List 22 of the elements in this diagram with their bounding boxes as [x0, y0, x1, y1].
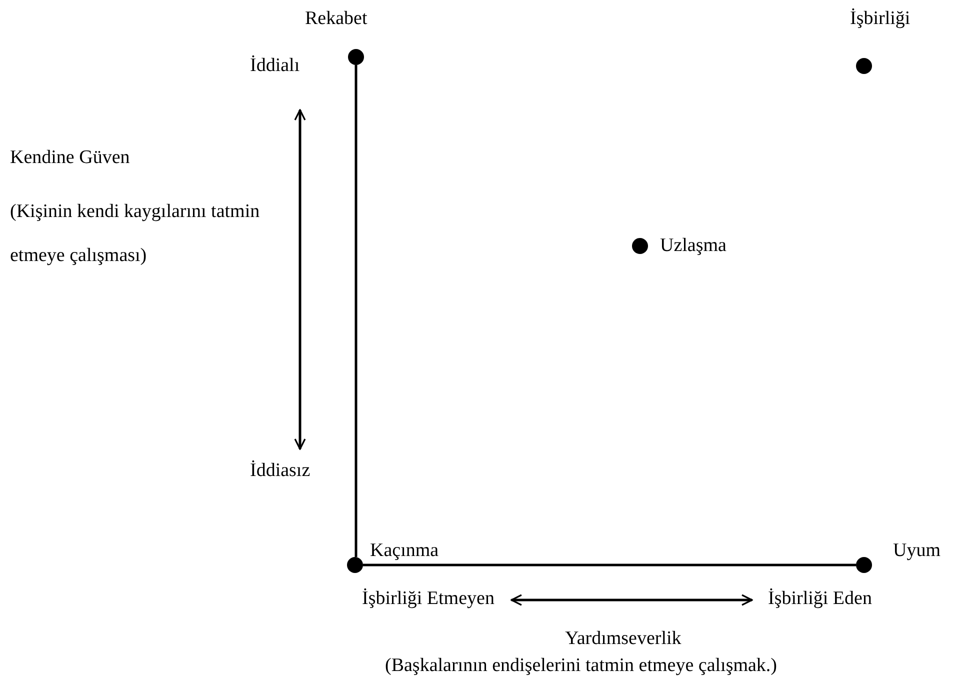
- double-arrow: [510, 594, 753, 606]
- axis-label: (Kişinin kendi kaygılarını tatmin etmeye çalışması): [10, 200, 261, 268]
- axis-end-label: İddialı: [250, 55, 300, 77]
- point-marker: [347, 557, 363, 573]
- axis-label: (Başkalarının endişelerini tatmin etmeye çalışmak.): [385, 655, 778, 677]
- axis-end-label: İşbirliği Eden: [768, 588, 872, 610]
- axis-end-label: İddiasız: [250, 460, 310, 482]
- axis-end-label: İşbirliği Etmeyen: [362, 588, 494, 610]
- axis-label: Yardımseverlik: [565, 628, 682, 650]
- double-arrow: [294, 109, 306, 450]
- point-label: Uzlaşma: [660, 235, 726, 257]
- axis-line: [363, 564, 856, 566]
- axis-label: Kendine Güven: [10, 147, 130, 169]
- point-label: Rekabet: [305, 8, 368, 30]
- point-label: Uyum: [893, 540, 940, 562]
- point-label: İşbirliği: [850, 8, 910, 30]
- point-label: Kaçınma: [370, 540, 439, 562]
- point-marker: [632, 238, 648, 254]
- point-marker: [856, 58, 872, 74]
- point-marker: [856, 557, 872, 573]
- axis-line: [354, 65, 358, 557]
- point-marker: [348, 49, 364, 65]
